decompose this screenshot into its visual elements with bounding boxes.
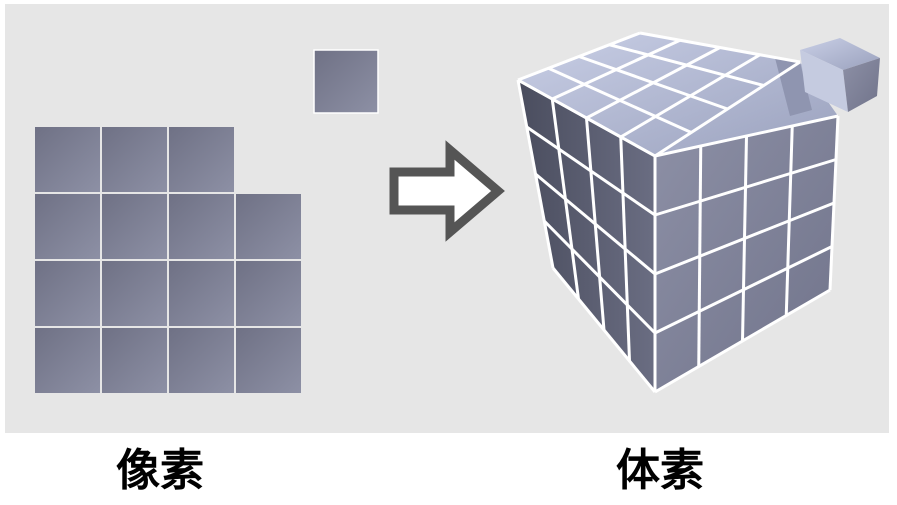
cube-right-gridline (784, 125, 794, 316)
cube-left-gridline (516, 79, 555, 269)
detached-voxel-right (843, 58, 880, 112)
pixel-tile (35, 194, 100, 259)
cube-left-gridline (534, 172, 656, 276)
pixel-tile (35, 261, 100, 326)
detached-pixel (313, 49, 379, 114)
detached-voxel-top (800, 38, 880, 70)
voxel-cube (516, 31, 840, 394)
pixel-tile (169, 127, 234, 192)
outlined-right-arrow-icon (389, 140, 505, 242)
pixel-tile (169, 328, 234, 393)
pixel-tile (169, 261, 234, 326)
cube-top-gridline (654, 60, 801, 158)
cube-top-gridline (517, 31, 641, 82)
cube-top-gridline (585, 46, 721, 120)
pixel-tile (169, 194, 234, 259)
pixel-label: 像素 (116, 445, 204, 496)
cube-left-gridline (551, 267, 657, 393)
cube-top-gridline (619, 53, 761, 139)
pixel-tile (102, 328, 167, 393)
pixel-tile (236, 261, 301, 326)
cube-top-gridline (639, 31, 801, 64)
cube-right-gridline (654, 288, 831, 394)
pixel-tile (35, 328, 100, 393)
cube-right-gridline (654, 201, 835, 276)
voxel-label: 体素 (616, 445, 704, 496)
pixel-tile (102, 194, 167, 259)
pixel-tile (102, 261, 167, 326)
pixel-tile (236, 328, 301, 393)
cube-top-gridline (517, 78, 656, 158)
cube-right-gridline (654, 114, 839, 158)
pixel-tile (236, 194, 301, 259)
cube-grid-lines (516, 31, 840, 394)
pixel-grid (35, 127, 301, 393)
pixel-tile (102, 127, 167, 192)
detached-voxel (800, 38, 880, 112)
cube-left-gridline (543, 219, 657, 335)
detached-voxel-left (800, 50, 848, 112)
cube-top-gridline (609, 43, 765, 87)
cube-right-gridline (828, 115, 840, 291)
pixel-tile (35, 127, 100, 192)
cube-right-gridline (654, 245, 833, 335)
cube-left-gridline (619, 136, 631, 362)
